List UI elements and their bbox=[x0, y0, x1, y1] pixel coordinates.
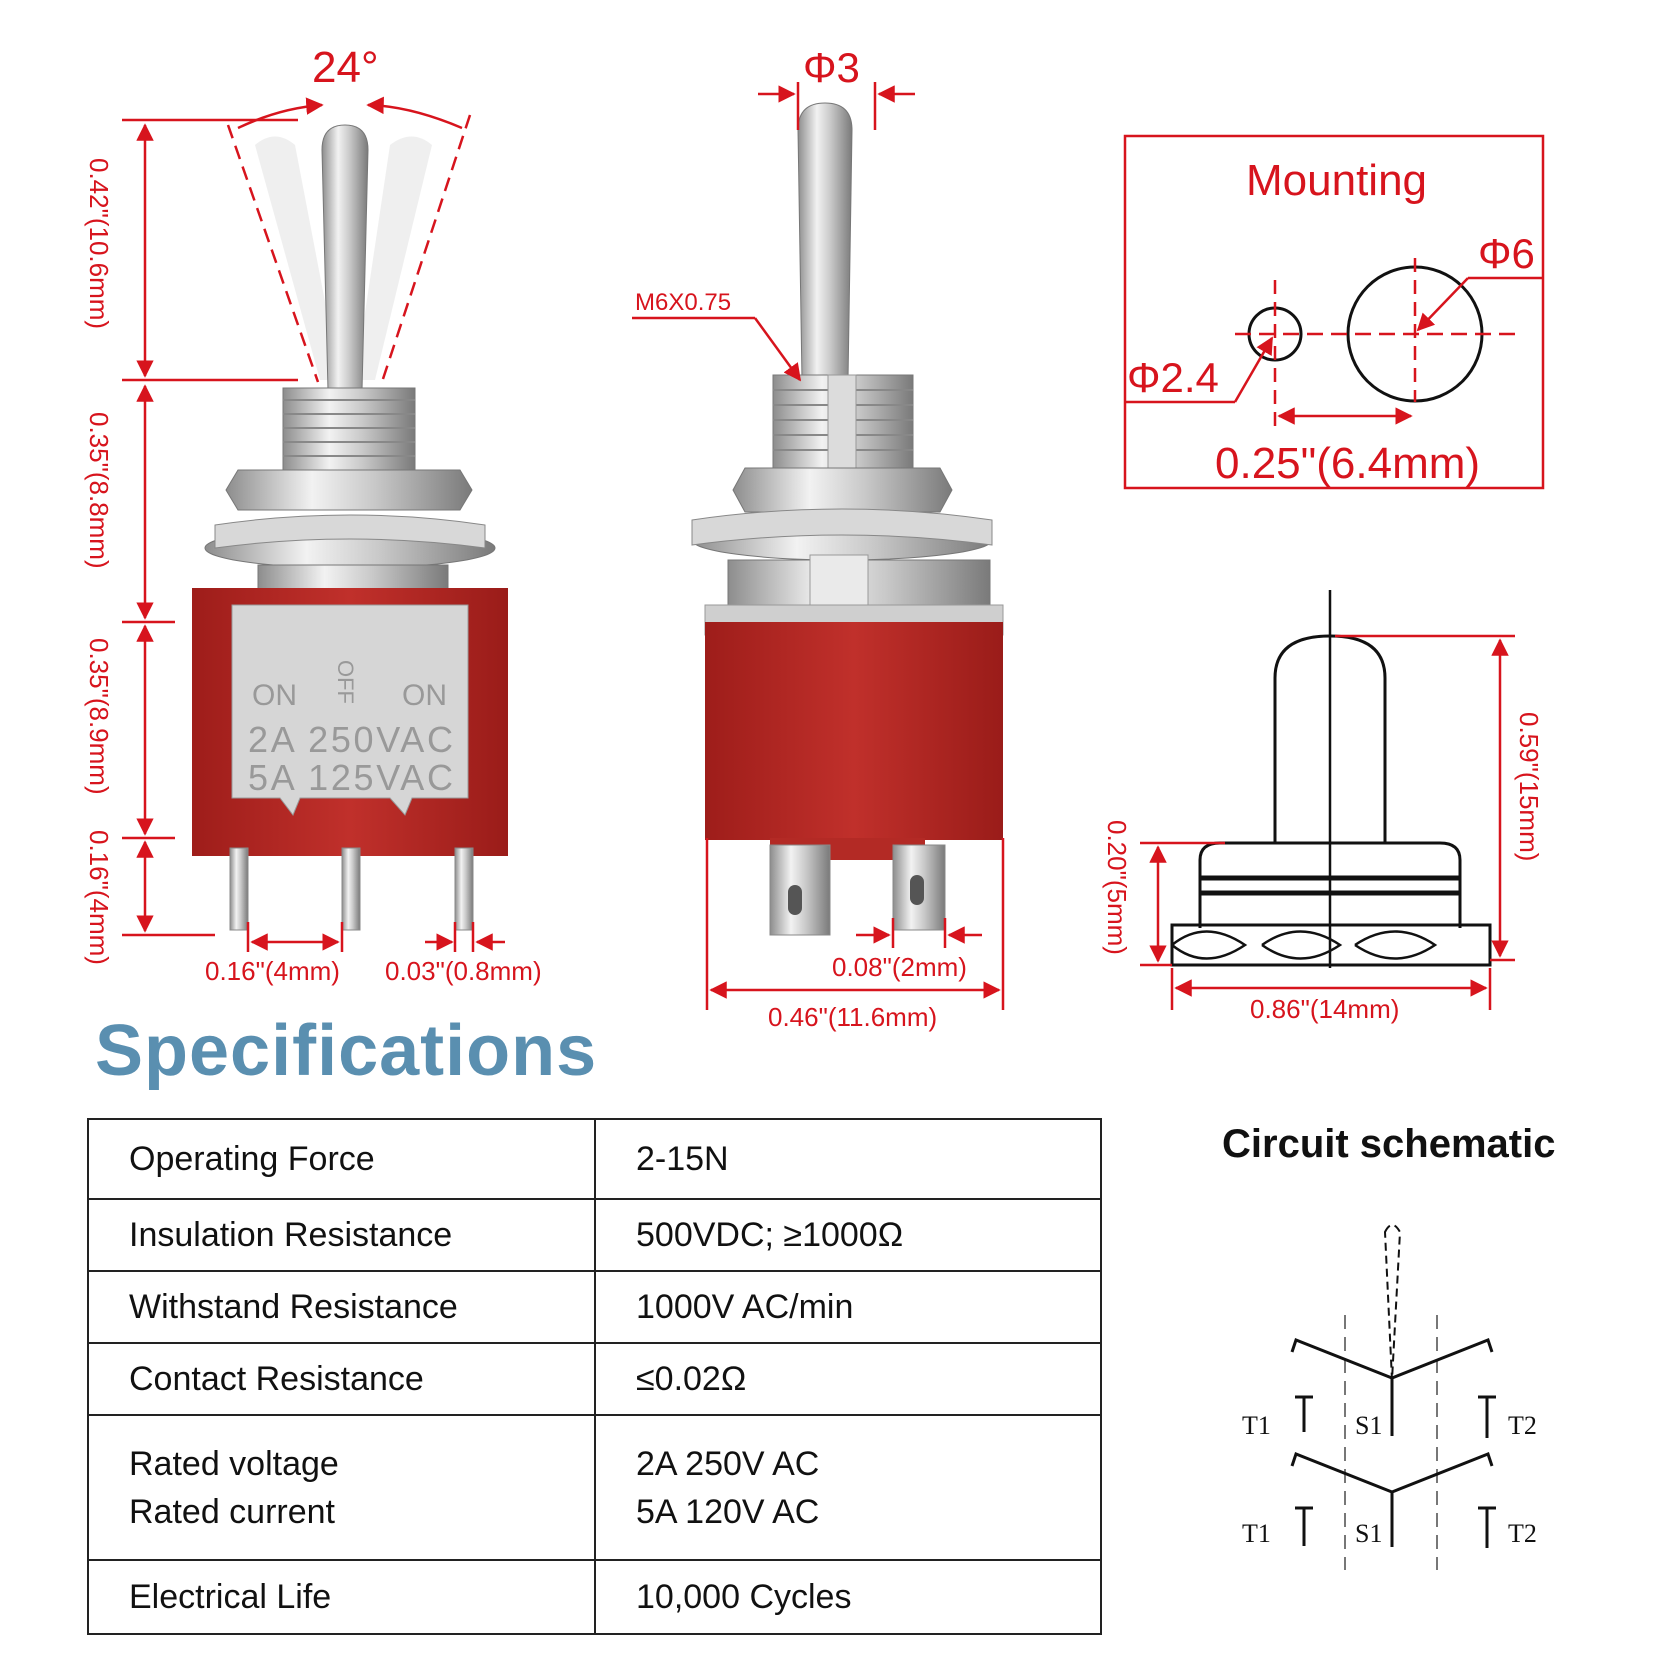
small-hole-label: Φ2.4 bbox=[1127, 354, 1219, 401]
schematic-title: Circuit schematic bbox=[1222, 1122, 1556, 1166]
side-view-switch bbox=[691, 102, 1004, 936]
table-row: Electrical Life 10,000 Cycles bbox=[87, 1559, 1102, 1635]
spec-key-cell: Rated voltage Rated current bbox=[87, 1414, 596, 1561]
spec-value: 10,000 Cycles bbox=[594, 1559, 1102, 1635]
terminal-thickness-label: 0.03"(0.8mm) bbox=[385, 956, 542, 986]
rating-line-2: 5A 125VAC bbox=[248, 757, 453, 798]
side-view-dimensions bbox=[632, 82, 1005, 1010]
spec-value: 2-15N bbox=[594, 1118, 1102, 1200]
specifications-table: Operating Force 2-15N Insulation Resista… bbox=[87, 1118, 1102, 1635]
t2-lower-label: T2 bbox=[1508, 1519, 1537, 1548]
lever-height-label: 0.42"(10.6mm) bbox=[84, 158, 114, 329]
mounting-frame bbox=[1123, 134, 1545, 490]
body-width-label: 0.46"(11.6mm) bbox=[768, 1002, 937, 1032]
rating-line-1: 2A 250VAC bbox=[248, 719, 453, 760]
cap-outline-diagram: 0.59"(15mm) 0.20"(5mm) 0.86"(14mm) bbox=[1102, 590, 1544, 1024]
spec-key: Operating Force bbox=[87, 1118, 596, 1200]
terminal-pitch-label: 0.16"(4mm) bbox=[205, 956, 340, 986]
table-row: Contact Resistance ≤0.02Ω bbox=[87, 1342, 1102, 1416]
spec-key: Withstand Resistance bbox=[87, 1270, 596, 1344]
terminal-height-label: 0.16"(4mm) bbox=[84, 830, 114, 965]
nut-height-label: 0.20"(5mm) bbox=[1102, 820, 1132, 955]
spec-key: Rated current bbox=[129, 1492, 335, 1531]
t2-upper-label: T2 bbox=[1508, 1411, 1537, 1440]
terminal-width-label: 0.08"(2mm) bbox=[832, 952, 967, 982]
specifications-heading: Specifications bbox=[95, 1011, 598, 1091]
spec-value: ≤0.02Ω bbox=[594, 1342, 1102, 1416]
thread-label: M6X0.75 bbox=[635, 289, 731, 316]
large-hole-label: Φ6 bbox=[1478, 230, 1535, 277]
spec-value-cell: 2A 250V AC 5A 120V AC bbox=[594, 1414, 1102, 1561]
spec-value: 1000V AC/min bbox=[594, 1270, 1102, 1344]
spec-value: 2A 250V AC bbox=[636, 1444, 820, 1483]
mounting-diagram: Mounting Φ6 Φ2.4 0.25"(6.4mm) bbox=[1123, 134, 1545, 490]
table-row: Withstand Resistance 1000V AC/min bbox=[87, 1270, 1102, 1344]
front-view-dimensions bbox=[122, 96, 505, 952]
t1-lower-label: T1 bbox=[1242, 1519, 1271, 1548]
spec-key: Electrical Life bbox=[87, 1559, 596, 1635]
table-row: Insulation Resistance 500VDC; ≥1000Ω bbox=[87, 1198, 1102, 1272]
mounting-title: Mounting bbox=[1246, 156, 1427, 205]
spec-value: 5A 120V AC bbox=[636, 1492, 820, 1531]
spec-value: 500VDC; ≥1000Ω bbox=[594, 1198, 1102, 1272]
angle-label: 24° bbox=[312, 43, 379, 92]
cap-height-label: 0.59"(15mm) bbox=[1514, 712, 1544, 861]
s1-lower-label: S1 bbox=[1355, 1519, 1382, 1548]
circuit-schematic bbox=[1290, 1224, 1496, 1570]
t1-upper-label: T1 bbox=[1242, 1411, 1271, 1440]
table-row: Operating Force 2-15N bbox=[87, 1118, 1102, 1200]
hole-spacing-label: 0.25"(6.4mm) bbox=[1215, 439, 1480, 488]
spec-key: Insulation Resistance bbox=[87, 1198, 596, 1272]
label-on-left: ON bbox=[252, 679, 297, 712]
lever-diameter-label: Φ3 bbox=[803, 44, 860, 91]
label-off: OFF bbox=[333, 660, 358, 704]
table-row: Rated voltage Rated current 2A 250V AC 5… bbox=[87, 1414, 1102, 1561]
bushing-height-label: 0.35"(8.8mm) bbox=[84, 412, 114, 569]
front-view-switch: ON ON OFF 2A 250VAC 5A 125VAC bbox=[192, 124, 508, 931]
s1-upper-label: S1 bbox=[1355, 1411, 1382, 1440]
spec-key: Rated voltage bbox=[129, 1444, 339, 1483]
spec-key: Contact Resistance bbox=[87, 1342, 596, 1416]
cap-width-label: 0.86"(14mm) bbox=[1250, 994, 1399, 1024]
body-height-label: 0.35"(8.9mm) bbox=[84, 638, 114, 795]
label-on-right: ON bbox=[402, 679, 447, 712]
